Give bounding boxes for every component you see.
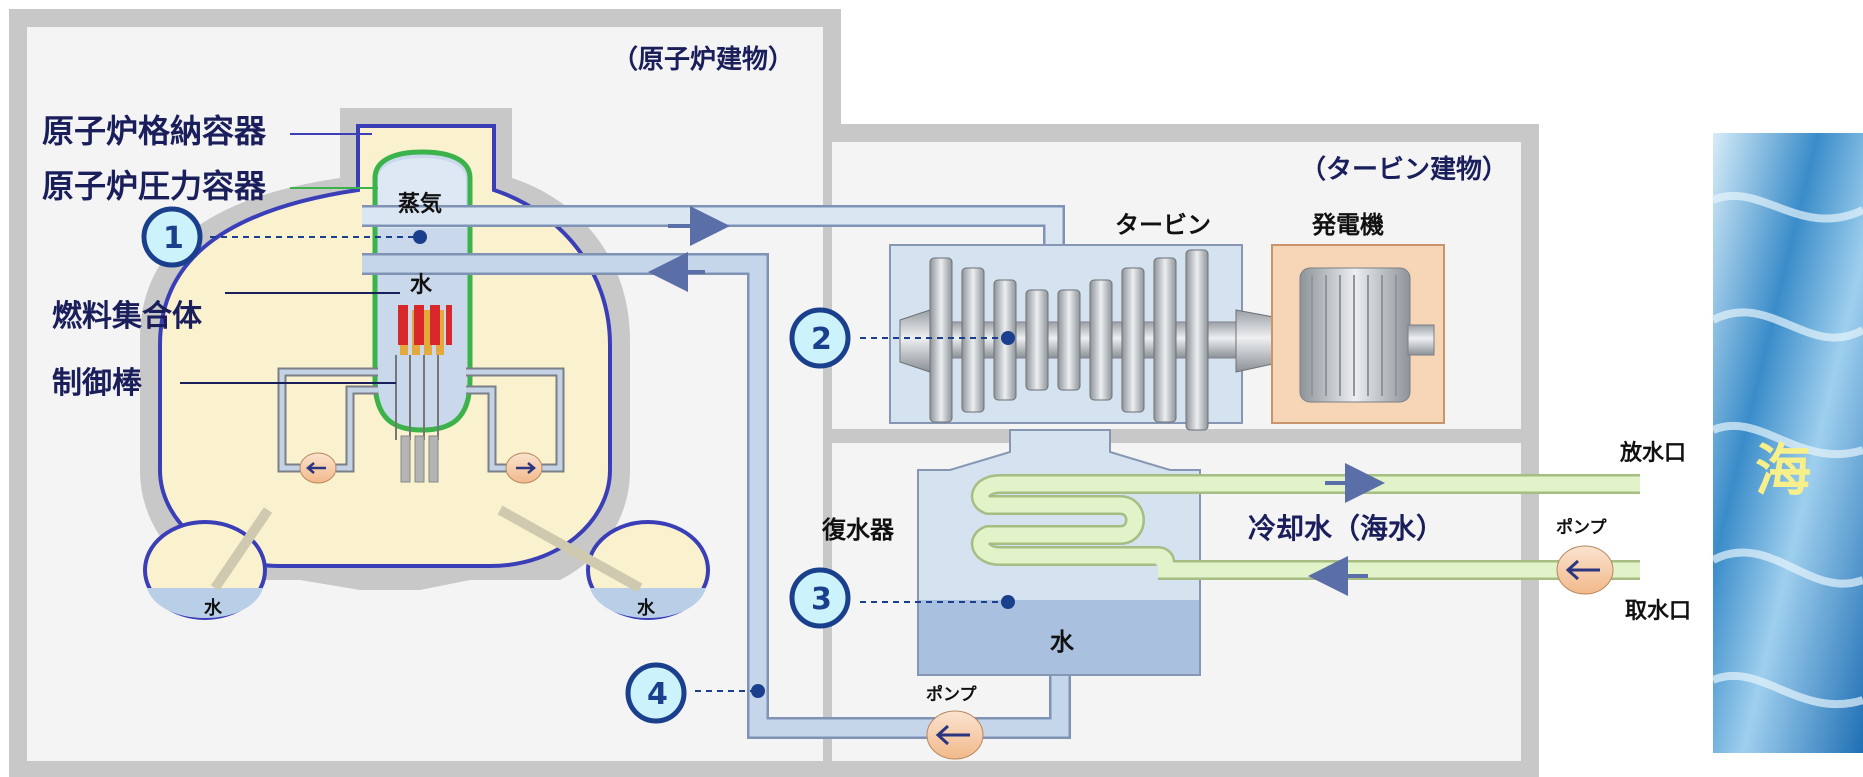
marker-3-number: 3 xyxy=(811,582,832,617)
feedwater-pump-label: ポンプ xyxy=(926,684,977,705)
cooling-water-label: 冷却水（海水） xyxy=(1248,512,1444,545)
fuel-assembly-group xyxy=(395,305,452,440)
marker-2-number: 2 xyxy=(811,322,832,357)
sea-label: 海 xyxy=(1755,439,1811,504)
pool-left-water-label: 水 xyxy=(204,597,223,619)
recirculation-loop xyxy=(277,367,565,473)
marker-1: 1 xyxy=(141,206,427,268)
steam-label: 蒸気 xyxy=(398,191,442,217)
turbine-casing xyxy=(889,244,1301,431)
reactor-building-label: （原子炉建物） xyxy=(612,45,794,75)
marker-4: 4 xyxy=(625,662,765,724)
condenser-cooling-coil xyxy=(971,463,1640,596)
outlet-label: 放水口 xyxy=(1619,440,1686,466)
recirculation-pump-left xyxy=(299,452,337,484)
turbine-label: タービン xyxy=(1115,211,1211,239)
sea-panel xyxy=(1711,133,1863,753)
containment-label: 原子炉格納容器 xyxy=(42,112,267,150)
intake-label: 取水口 xyxy=(1625,599,1691,624)
pool-right-water-label: 水 xyxy=(637,597,656,619)
recirculation-pump-right xyxy=(505,452,543,484)
seawater-pump-label: ポンプ xyxy=(1556,517,1607,538)
generator xyxy=(1271,244,1445,424)
control-rod-label: 制御棒 xyxy=(52,366,143,401)
pressure-vessel-label: 原子炉圧力容器 xyxy=(42,167,267,205)
condenser-label: 復水器 xyxy=(821,516,895,544)
feedwater-pipe xyxy=(362,252,1071,739)
marker-3: 3 xyxy=(789,567,1015,629)
feedwater-pump xyxy=(926,710,984,760)
core-water-label: 水 xyxy=(410,273,433,298)
seawater-pump xyxy=(1556,545,1614,595)
turbine-building-label: （タービン建物） xyxy=(1300,155,1508,185)
marker-2: 2 xyxy=(789,307,1015,369)
main-steam-pipe xyxy=(362,205,1065,250)
condenser-water-label: 水 xyxy=(1050,628,1075,656)
marker-1-number: 1 xyxy=(163,221,184,256)
generator-label: 発電機 xyxy=(1311,211,1384,239)
marker-4-number: 4 xyxy=(647,677,668,712)
fuel-assembly-label: 燃料集合体 xyxy=(52,299,203,334)
